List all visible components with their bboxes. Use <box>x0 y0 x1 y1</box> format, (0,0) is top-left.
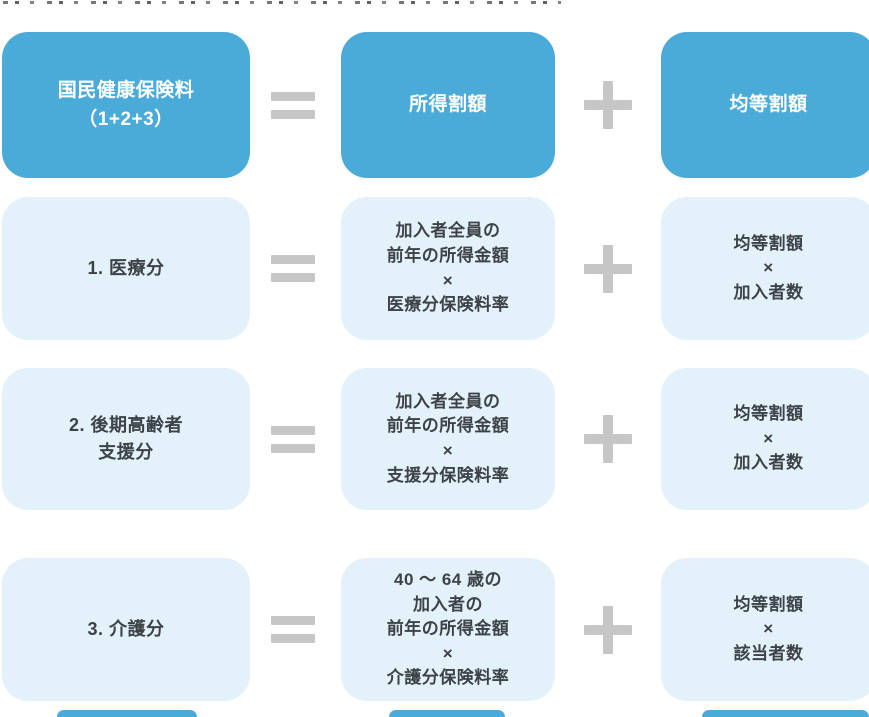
cutoff-box-top <box>389 710 505 717</box>
box-nursing-percapita-formula: 均等割額 × 該当者数 <box>661 558 869 701</box>
box-per-capita-amount: 均等割額 <box>661 32 869 178</box>
box-support-percapita-formula: 均等割額 × 加入者数 <box>661 368 869 510</box>
box-nursing-income-formula: 40 ～ 64 歳の 加入者の 前年の所得金額 × 介護分保険料率 <box>341 558 555 701</box>
box-medical-income-formula: 加入者全員の 前年の所得金額 × 医療分保険料率 <box>341 197 555 340</box>
box-total-premium: 国民健康保険料 （1+2+3） <box>2 32 250 178</box>
equals-sign <box>266 558 320 701</box>
formula-row-support: 2. 後期高齢者 支援分 加入者全員の 前年の所得金額 × 支援分保険料率 均等… <box>0 368 869 510</box>
equals-icon <box>271 425 315 453</box>
box-medical-label: 1. 医療分 <box>2 197 250 340</box>
box-medical-percapita-formula: 均等割額 × 加入者数 <box>661 197 869 340</box>
box-support-income-formula: 加入者全員の 前年の所得金額 × 支援分保険料率 <box>341 368 555 510</box>
equals-sign <box>266 32 320 178</box>
formula-row-nursing: 3. 介護分 40 ～ 64 歳の 加入者の 前年の所得金額 × 介護分保険料率… <box>0 558 869 701</box>
equals-icon <box>271 255 315 282</box>
formula-row-total: 国民健康保険料 （1+2+3） 所得割額 均等割額 <box>0 32 869 178</box>
plus-icon <box>584 415 632 463</box>
plus-sign <box>581 32 635 178</box>
box-income-based-amount: 所得割額 <box>341 32 555 178</box>
cropped-title-fragment <box>3 0 561 5</box>
plus-sign <box>581 558 635 701</box>
box-nursing-label: 3. 介護分 <box>2 558 250 701</box>
cropped-title-glyph-bottoms <box>3 1 561 4</box>
plus-icon <box>584 81 632 129</box>
equals-sign <box>266 197 320 340</box>
plus-icon <box>584 605 632 654</box>
cutoff-box-top <box>57 710 197 717</box>
plus-sign <box>581 197 635 340</box>
equals-icon <box>271 91 315 119</box>
plus-sign <box>581 368 635 510</box>
formula-row-medical: 1. 医療分 加入者全員の 前年の所得金額 × 医療分保険料率 均等割額 × 加… <box>0 197 869 340</box>
cutoff-box-top <box>702 710 869 717</box>
plus-icon <box>584 244 632 293</box>
equals-sign <box>266 368 320 510</box>
equals-icon <box>271 616 315 643</box>
box-support-label: 2. 後期高齢者 支援分 <box>2 368 250 510</box>
